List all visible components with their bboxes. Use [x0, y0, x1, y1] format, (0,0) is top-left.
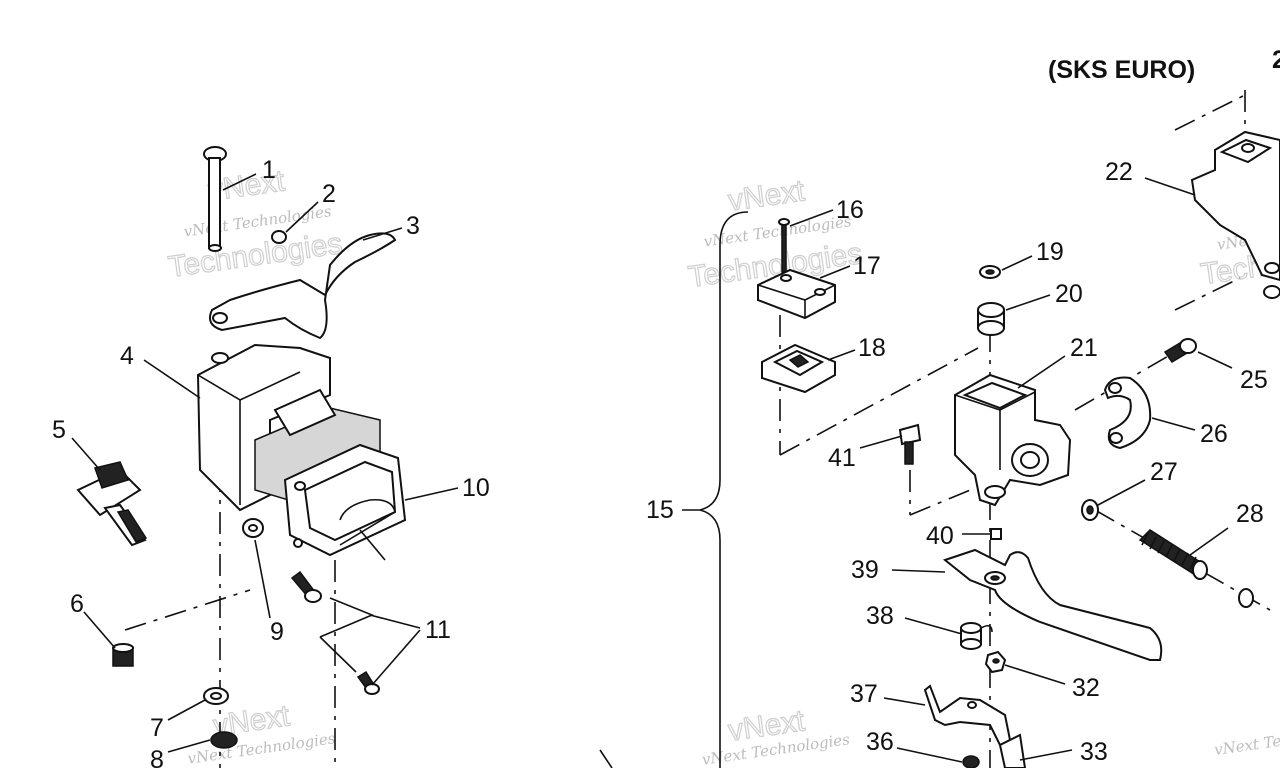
washer-part	[1238, 588, 1254, 608]
nut-part	[984, 650, 1007, 674]
brake-switch-part	[998, 733, 1027, 768]
callout-20: 20	[1055, 280, 1083, 308]
throttle-lever-part	[209, 232, 397, 340]
callout-39: 39	[851, 556, 879, 584]
callout-16: 16	[836, 196, 864, 224]
callout-36: 36	[866, 728, 894, 756]
watermark: vNext vNext Technologies Technologies	[686, 174, 865, 295]
callout-28: 28	[1236, 500, 1264, 528]
callout-26: 26	[1200, 420, 1228, 448]
watermark: vNext Technologies	[1213, 720, 1280, 759]
callout-25: 25	[1240, 366, 1268, 394]
callout-38: 38	[866, 602, 894, 630]
nut-part	[962, 755, 980, 768]
pin-part	[203, 146, 227, 252]
spring-part	[1138, 529, 1208, 580]
callout-40: 40	[926, 522, 954, 550]
callout-9: 9	[270, 618, 284, 646]
callout-2: 2	[322, 180, 336, 208]
callout-33: 33	[1080, 738, 1108, 766]
clamp-part	[1103, 376, 1152, 450]
screw-part	[356, 670, 380, 695]
callout-17: 17	[853, 252, 881, 280]
callout-27: 27	[1150, 458, 1178, 486]
watermark: vNext vNext Technologies	[186, 699, 336, 768]
bushing-part	[960, 622, 993, 650]
plunger-part	[990, 528, 1002, 540]
callout-11: 11	[425, 616, 451, 644]
callout-41: 41	[828, 444, 856, 472]
callout-15: 15	[646, 496, 674, 524]
screw-part	[290, 570, 322, 603]
callout-1: 1	[262, 156, 276, 184]
bushing-part	[977, 302, 1005, 336]
watermark-brand: vNext	[726, 174, 807, 217]
callout-10: 10	[462, 474, 490, 502]
screw-part	[781, 221, 787, 273]
right-assembly	[599, 90, 1280, 768]
callout-32: 32	[1072, 674, 1100, 702]
callout-6: 6	[70, 590, 84, 618]
bolt-part	[898, 423, 922, 465]
bracket-15	[699, 211, 749, 768]
kill-switch-part	[76, 461, 148, 547]
leader-lines	[71, 173, 1233, 763]
watermark-line1: vNext Technologies	[1213, 720, 1280, 759]
callout-labels: 1 2 3 4 5 6 7 8 9 10 11 15 16 17 18 19 2…	[52, 156, 1268, 768]
callout-18: 18	[858, 334, 886, 362]
callout-22: 22	[1105, 158, 1133, 186]
nut-part	[112, 643, 134, 667]
brake-switch-bracket-part	[923, 684, 1012, 747]
euro-housing-part	[1190, 130, 1280, 282]
callout-5: 5	[52, 416, 66, 444]
callout-19: 19	[1036, 238, 1064, 266]
callout-37: 37	[850, 680, 878, 708]
reservoir-cover-part	[757, 268, 836, 320]
callout-3: 3	[406, 212, 420, 240]
callout-7: 7	[150, 714, 164, 742]
nut-part	[210, 731, 238, 749]
left-assembly	[76, 146, 407, 768]
variant-header-fragment: 2	[1272, 46, 1280, 74]
callout-21: 21	[1070, 334, 1098, 362]
variant-header: (SKS EURO)	[1048, 56, 1195, 84]
callout-8: 8	[150, 746, 164, 768]
clip-part	[271, 230, 287, 244]
callout-4: 4	[120, 342, 134, 370]
